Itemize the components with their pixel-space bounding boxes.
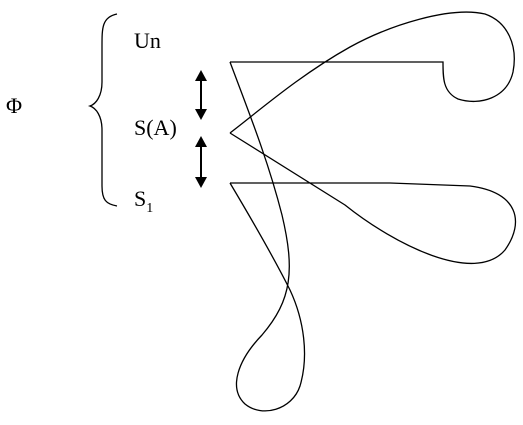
phi-label: Φ bbox=[6, 93, 23, 118]
long-crossing-loop bbox=[229, 61, 306, 412]
level-label-s1: S1 bbox=[134, 186, 153, 216]
grouping-brace bbox=[87, 13, 118, 207]
level-label-s-a: S(A) bbox=[134, 115, 177, 140]
double-arrow-upper bbox=[195, 70, 207, 120]
level-label-s1-main: S bbox=[134, 186, 147, 211]
level-label-un: Un bbox=[134, 28, 161, 53]
double-arrow-lower bbox=[195, 136, 207, 188]
upper-loop-curve bbox=[229, 11, 515, 134]
level-label-s1-subscript: 1 bbox=[146, 201, 154, 216]
lower-loop-curve bbox=[229, 132, 517, 265]
